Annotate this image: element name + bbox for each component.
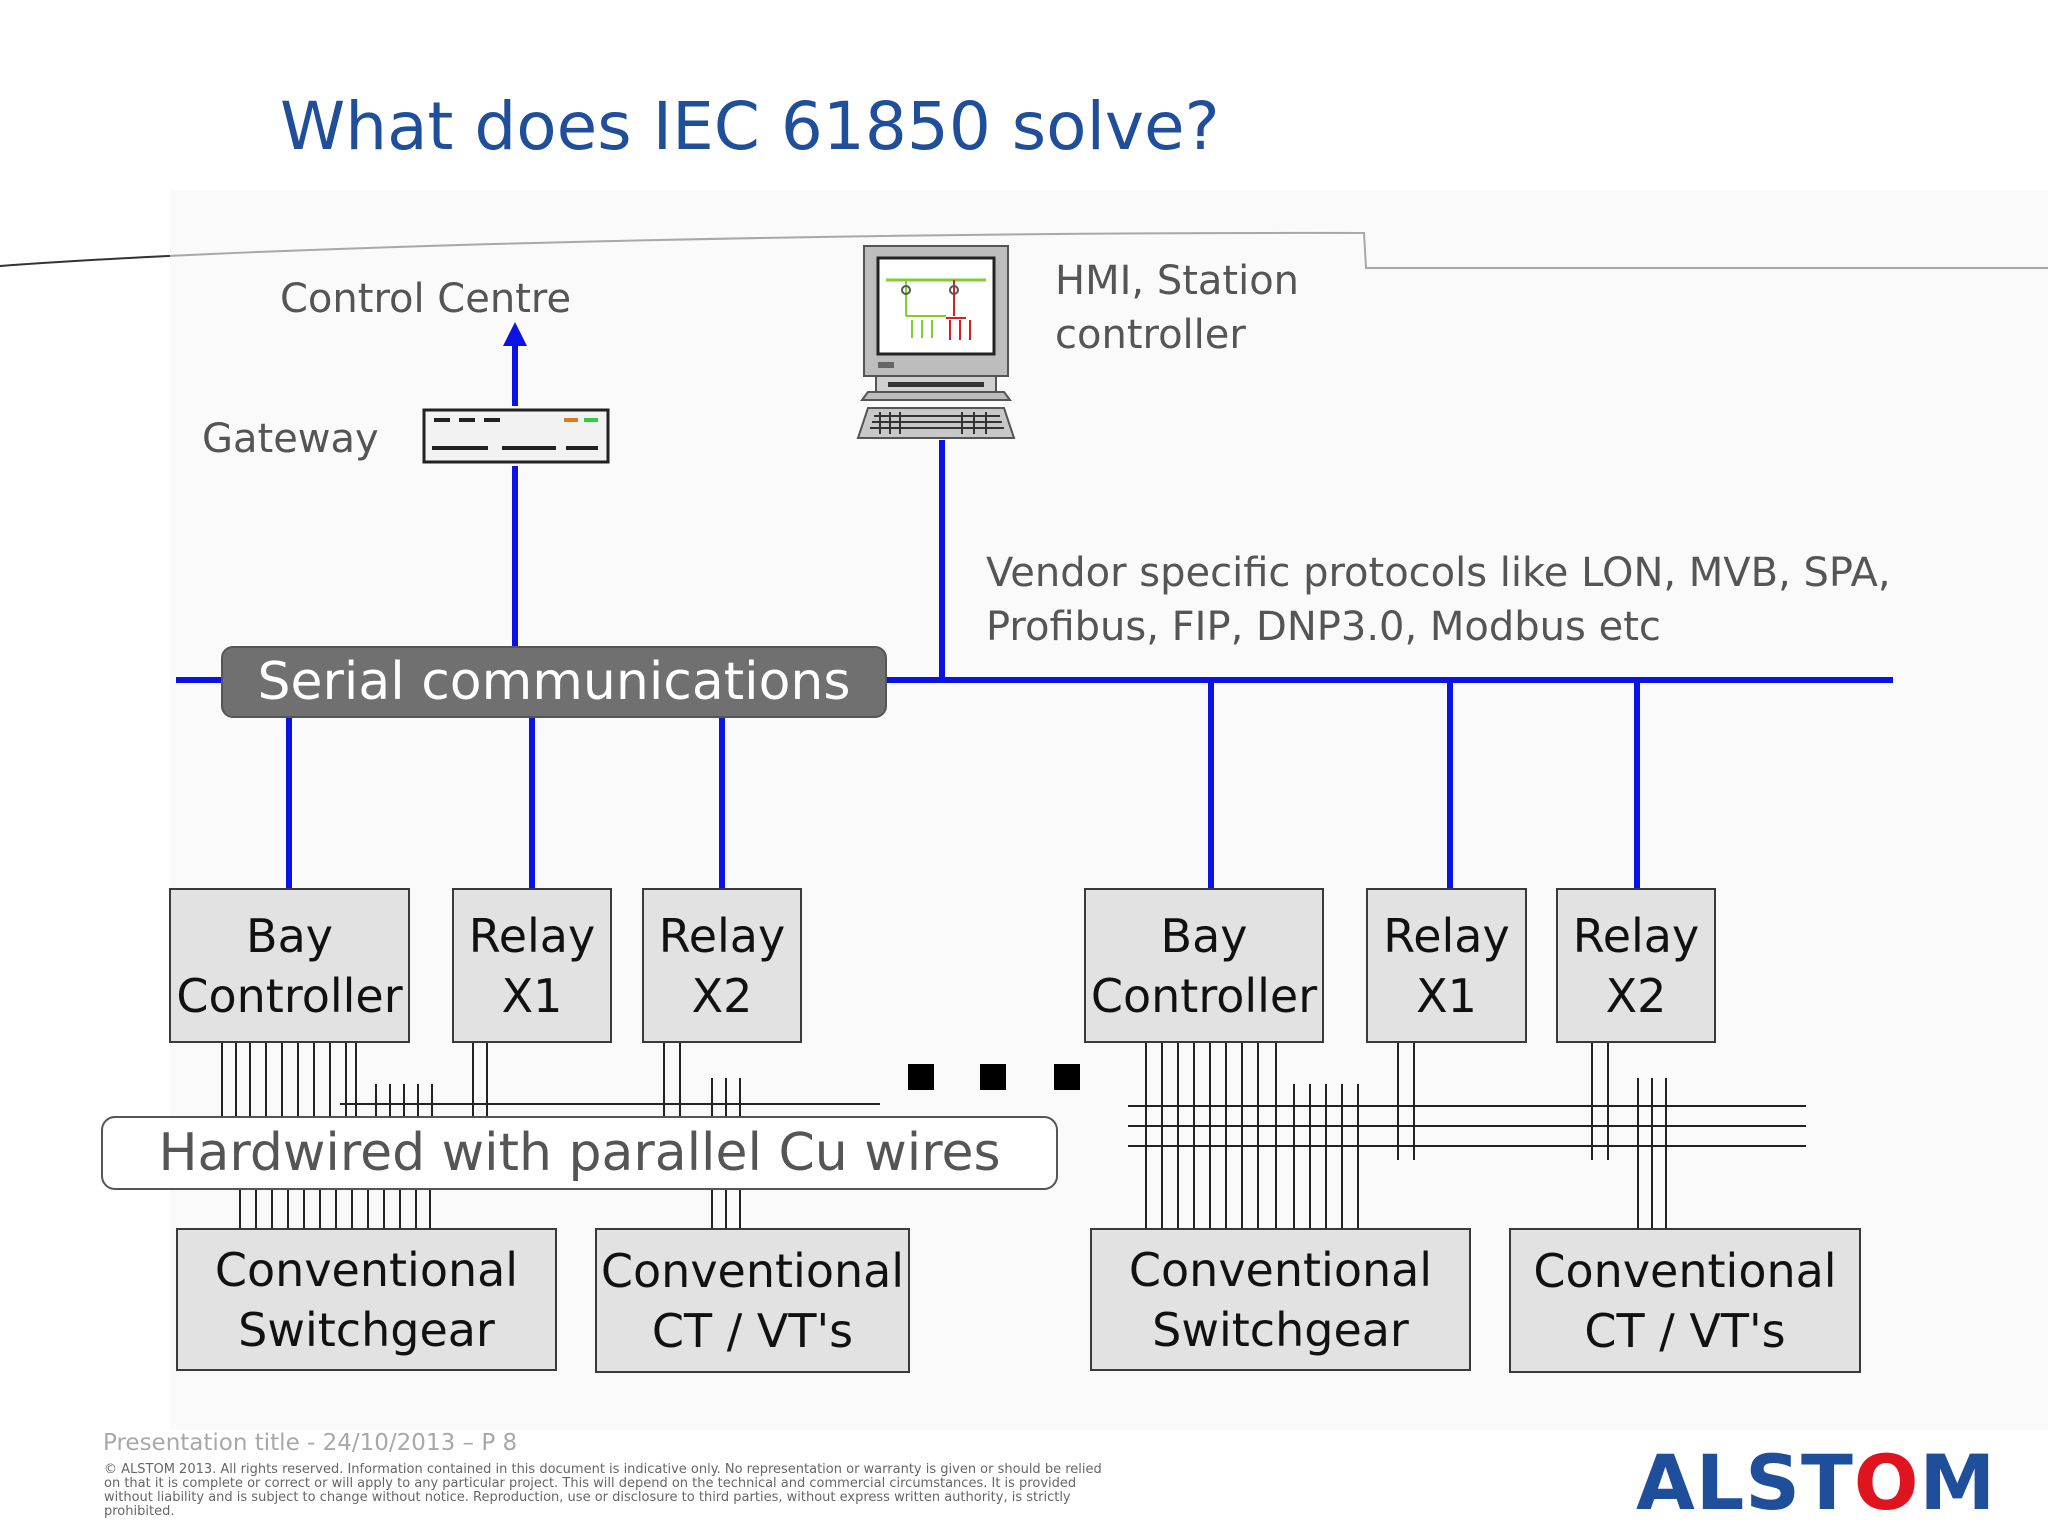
box-line: Relay: [468, 908, 596, 963]
protocols-label-line2: Profibus, FIP, DNP3.0, Modbus etc: [986, 604, 1661, 650]
box-line: Conventional: [1533, 1243, 1837, 1298]
alstom-logo: ALSTOM: [1636, 1438, 1996, 1527]
box-line: Bay: [246, 908, 333, 963]
box-line: Conventional: [600, 1243, 905, 1298]
box-line: Controller: [176, 968, 403, 1023]
background-panel: [170, 190, 2048, 1430]
box-line: Relay: [1383, 908, 1510, 963]
conventional-ct-vt-left: Conventional CT / VT's: [595, 1228, 910, 1373]
right-wire-bundle: [1128, 1042, 1806, 1228]
logo-text-end: M: [1919, 1438, 1997, 1527]
bay-controller-right: Bay Controller: [1084, 888, 1324, 1043]
protocols-label: Vendor specific protocols like LON, MVB,…: [986, 546, 1891, 654]
serial-communications-bus: Serial communications: [221, 646, 887, 718]
computer-icon: [856, 245, 1016, 439]
relay-x1-left: Relay X1: [452, 888, 612, 1043]
box-line: Switchgear: [1152, 1302, 1409, 1357]
presentation-footer: Presentation title - 24/10/2013 – P 8: [103, 1430, 518, 1456]
box-line: X1: [501, 968, 563, 1023]
conventional-switchgear-right: Conventional Switchgear: [1090, 1228, 1471, 1371]
hmi-label-line2: controller: [1055, 312, 1246, 358]
gateway-device-icon: [422, 408, 610, 464]
logo-text-start: ALST: [1636, 1438, 1854, 1527]
hmi-label-line1: HMI, Station: [1055, 258, 1300, 304]
bay-controller-left: Bay Controller: [169, 888, 410, 1043]
ellipsis-square: [980, 1064, 1006, 1090]
arrow-up-icon: [503, 322, 527, 346]
relay-x1-right: Relay X1: [1366, 888, 1527, 1043]
box-line: CT / VT's: [651, 1303, 854, 1358]
box-line: Bay: [1160, 908, 1248, 963]
box-line: X2: [1605, 968, 1667, 1023]
control-centre-label: Control Centre: [280, 276, 572, 322]
copyright-notice: © ALSTOM 2013. All rights reserved. Info…: [104, 1462, 1102, 1519]
ellipsis-square: [908, 1064, 934, 1090]
gateway-label: Gateway: [202, 416, 379, 462]
box-line: X2: [691, 968, 753, 1023]
hardwired-label: Hardwired with parallel Cu wires: [101, 1116, 1058, 1190]
hmi-label: HMI, Station controller: [1055, 254, 1299, 362]
box-line: Switchgear: [238, 1302, 495, 1357]
box-line: Controller: [1090, 968, 1318, 1023]
conventional-switchgear-left: Conventional Switchgear: [176, 1228, 557, 1371]
box-line: Relay: [1572, 908, 1700, 963]
relay-x2-right: Relay X2: [1556, 888, 1716, 1043]
ellipsis-square: [1054, 1064, 1080, 1090]
box-line: Relay: [658, 908, 786, 963]
protocols-label-line1: Vendor specific protocols like LON, MVB,…: [986, 550, 1891, 596]
page-title: What does IEC 61850 solve?: [280, 88, 1220, 165]
box-line: Conventional: [214, 1242, 519, 1297]
conventional-ct-vt-right: Conventional CT / VT's: [1509, 1228, 1861, 1373]
box-line: Conventional: [1128, 1242, 1433, 1297]
box-line: CT / VT's: [1584, 1303, 1786, 1358]
box-line: X1: [1416, 968, 1477, 1023]
ellipsis-marks: [908, 1064, 1080, 1090]
logo-text-o: O: [1853, 1438, 1920, 1527]
left-wire-bundle: [221, 1042, 880, 1228]
relay-x2-left: Relay X2: [642, 888, 802, 1043]
